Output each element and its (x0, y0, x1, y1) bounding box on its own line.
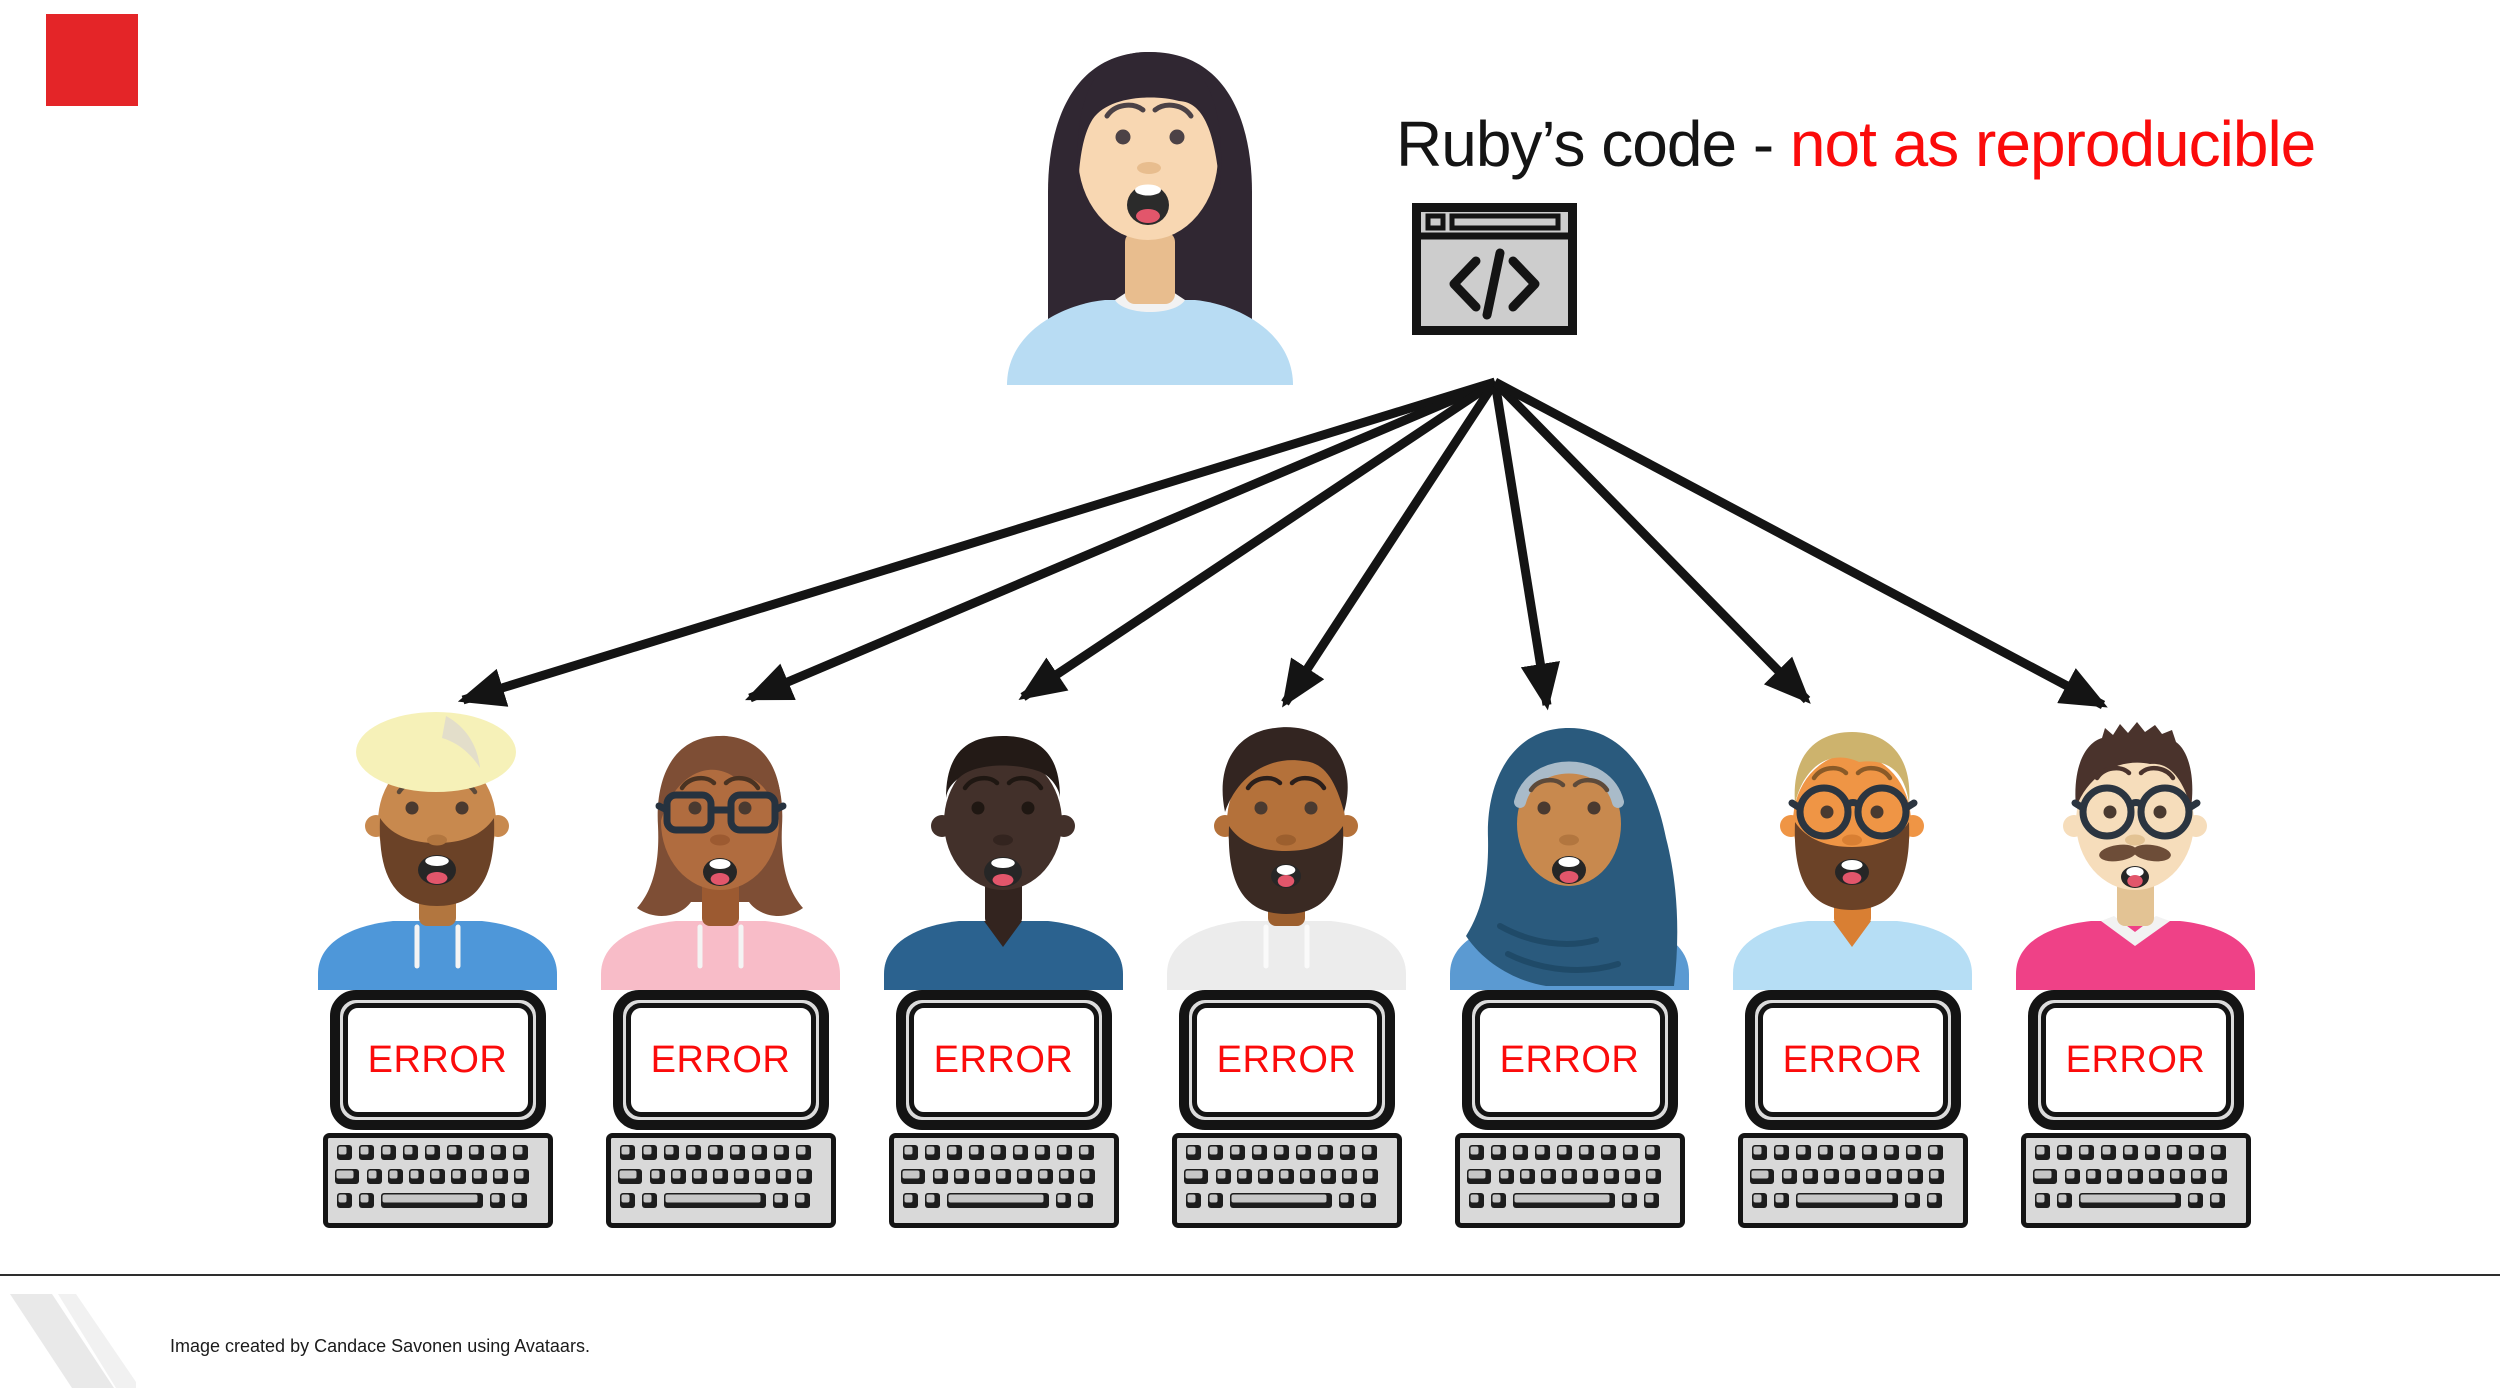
laptop-screen: ERROR (342, 1003, 533, 1117)
keyboard (2020, 1133, 2251, 1228)
laptop: ERROR (1178, 990, 1395, 1130)
laptop: ERROR (2027, 990, 2244, 1130)
laptop-screen: ERROR (2040, 1003, 2231, 1117)
footer-divider (0, 1274, 2500, 1276)
laptop-screen: ERROR (1757, 1003, 1948, 1117)
recipient-person-5: ERROR (1428, 700, 1711, 1388)
keyboard (1454, 1133, 1685, 1228)
image-credit: Image created by Candace Savonen using A… (170, 1336, 590, 1356)
laptop-screen: ERROR (1474, 1003, 1665, 1117)
keyboard (888, 1133, 1119, 1228)
avatar-person-7 (2016, 722, 2255, 990)
code-window-icon (1412, 203, 1577, 335)
laptop-screen: ERROR (625, 1003, 816, 1117)
round-glasses-icon (2071, 784, 2201, 840)
avatar-person-4 (1167, 727, 1406, 990)
recipient-person-7: ERROR (1994, 700, 2277, 1388)
laptop-screen: ERROR (908, 1003, 1099, 1117)
laptop: ERROR (1461, 990, 1678, 1130)
laptop: ERROR (612, 990, 829, 1130)
laptop-screen-text: ERROR (367, 1038, 508, 1081)
keyboard (605, 1133, 836, 1228)
recipient-person-6: ERROR (1711, 700, 1994, 1388)
footer-logo (10, 1294, 136, 1388)
keyboard (1171, 1133, 1402, 1228)
laptop-screen-text: ERROR (1216, 1038, 1357, 1081)
laptop-screen: ERROR (1191, 1003, 1382, 1117)
recipient-person-4: ERROR (1145, 700, 1428, 1388)
recipient-person-2: ERROR (579, 700, 862, 1388)
title-plain: Ruby’s code - (1396, 108, 1790, 180)
keyboard (1737, 1133, 1968, 1228)
code-glyph (1449, 248, 1540, 320)
laptop-screen-text: ERROR (2065, 1038, 2206, 1081)
avatar-person-6 (1733, 732, 1972, 990)
square-glasses-icon (655, 791, 787, 834)
avatar-person-1 (318, 712, 557, 990)
recipient-person-3: ERROR (862, 700, 1145, 1388)
theme-corner-square (46, 14, 138, 106)
round-glasses-icon (1788, 784, 1918, 840)
laptop-screen-text: ERROR (1499, 1038, 1640, 1081)
avatar-person-2 (601, 735, 840, 990)
title-highlight: not as reproducible (1789, 108, 2316, 180)
ruby-avatar (1007, 52, 1293, 385)
laptop: ERROR (1744, 990, 1961, 1130)
avatar-person-5 (1450, 728, 1689, 990)
laptop: ERROR (329, 990, 546, 1130)
slide-title: Ruby’s code - not as reproducible (1396, 112, 2316, 176)
laptop-screen-text: ERROR (650, 1038, 791, 1081)
avatar-person-3 (884, 736, 1123, 990)
laptop: ERROR (895, 990, 1112, 1130)
recipient-person-1: ERROR (296, 700, 579, 1388)
laptop-screen-text: ERROR (1782, 1038, 1923, 1081)
laptop-screen-text: ERROR (933, 1038, 1074, 1081)
keyboard (322, 1133, 553, 1228)
